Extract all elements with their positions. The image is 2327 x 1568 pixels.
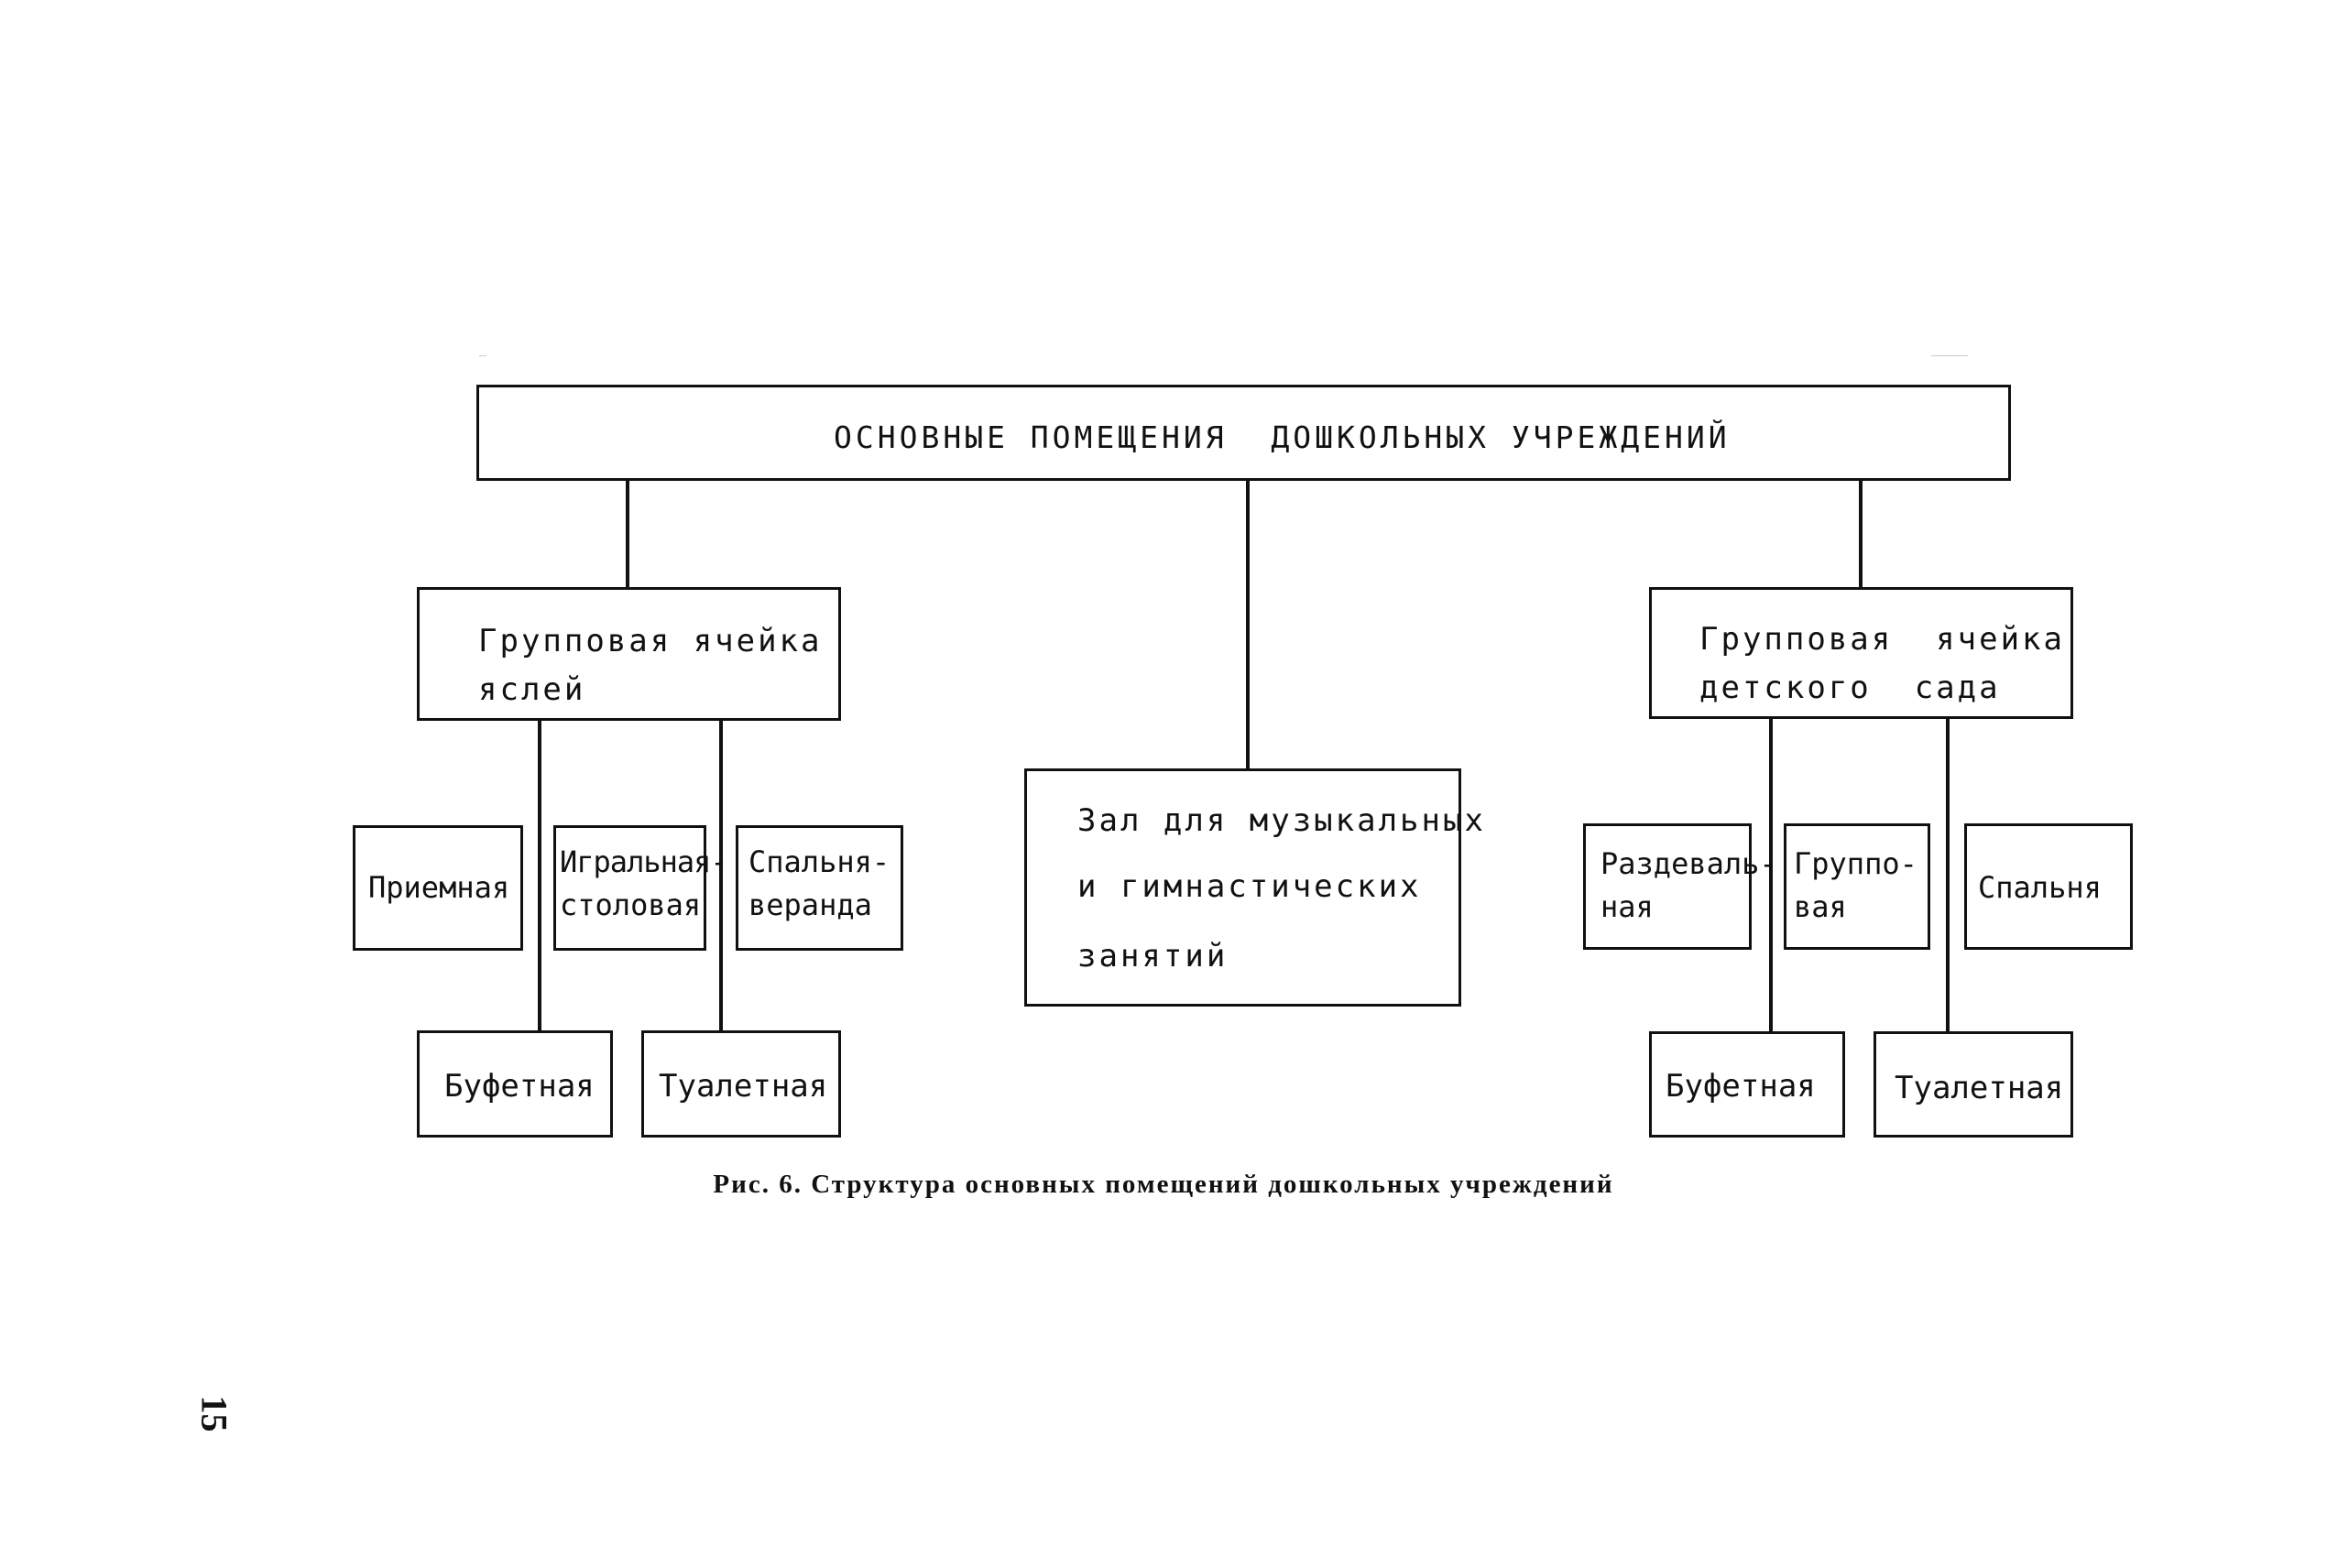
kindergarten-room-bedroom-label: Спальня xyxy=(1978,870,2102,905)
kindergarten-room-group-room-line1: Группо- xyxy=(1794,846,1917,881)
kindergarten-room-toilet-label: Туалетная xyxy=(1895,1070,2064,1106)
nursery-room-play-dining-line1: Игральная- xyxy=(560,844,728,879)
page-number: 15 xyxy=(193,1395,235,1432)
nursery-room-play-dining: Игральная- столовая xyxy=(553,825,728,951)
connector-root-to-kindergarten xyxy=(1859,481,1863,587)
kindergarten-room-pantry: Буфетная xyxy=(1649,1031,1845,1138)
nursery-room-play-dining-line2: столовая xyxy=(560,887,702,922)
kindergarten-room-bedroom: Спальня xyxy=(1964,823,2133,950)
kindergarten-room-pantry-label: Буфетная xyxy=(1666,1068,1816,1105)
nursery-room-pantry-label: Буфетная xyxy=(444,1068,595,1105)
nursery-room-reception-label: Приемная xyxy=(368,870,510,905)
nursery-group-line1: Групповая ячейка xyxy=(478,623,823,659)
kindergarten-room-group-room: Группо- вая xyxy=(1784,823,1930,950)
kindergarten-room-cloakroom: Раздеваль- ная xyxy=(1583,823,1777,950)
nursery-group-line2: яслей xyxy=(478,671,586,708)
nursery-group-box: Групповая ячейка яслей xyxy=(417,587,841,721)
nursery-room-sleep-veranda: Спальня- веранда xyxy=(736,825,903,951)
root-box: ОСНОВНЫЕ ПОМЕЩЕНИЯ ДОШКОЛЬНЫХ УЧРЕЖДЕНИЙ xyxy=(476,385,2011,481)
connector-kindergarten-right-trunk xyxy=(1946,719,1950,1031)
hall-box: Зал для музыкальных и гимнастических зан… xyxy=(1024,768,1483,1007)
nursery-room-sleep-veranda-line2: веранда xyxy=(748,887,872,922)
connector-kindergarten-left-trunk xyxy=(1769,719,1773,1031)
nursery-room-pantry: Буфетная xyxy=(417,1030,613,1138)
kindergarten-room-toilet: Туалетная xyxy=(1874,1031,2073,1138)
scan-mark xyxy=(1931,355,1968,356)
figure-caption: Рис. 6. Структура основных помещений дош… xyxy=(713,1170,1614,1199)
kindergarten-room-group-room-line2: вая xyxy=(1794,889,1847,924)
connector-root-to-hall xyxy=(1246,481,1250,768)
kindergarten-group-box: Групповая ячейка детского сада xyxy=(1649,587,2073,719)
kindergarten-room-cloakroom-line2: ная xyxy=(1600,889,1654,924)
connector-nursery-left-trunk xyxy=(538,721,541,1030)
hall-line2: и гимнастических xyxy=(1077,868,1422,905)
hall-line3: занятий xyxy=(1077,938,1229,975)
hall-line1: Зал для музыкальных xyxy=(1077,802,1486,839)
scan-mark xyxy=(479,355,486,356)
kindergarten-room-cloakroom-line1: Раздеваль- xyxy=(1600,846,1777,881)
nursery-room-sleep-veranda-line1: Спальня- xyxy=(748,844,890,879)
nursery-room-reception: Приемная xyxy=(353,825,523,951)
kindergarten-group-line1: Групповая ячейка xyxy=(1699,621,2065,658)
connector-nursery-right-trunk xyxy=(719,721,723,1030)
root-label: ОСНОВНЫЕ ПОМЕЩЕНИЯ ДОШКОЛЬНЫХ УЧРЕЖДЕНИЙ xyxy=(834,419,1731,455)
kindergarten-group-line2: детского сада xyxy=(1699,670,2001,706)
nursery-room-toilet: Туалетная xyxy=(641,1030,841,1138)
connector-root-to-nursery xyxy=(626,481,629,587)
nursery-room-toilet-label: Туалетная xyxy=(659,1068,828,1105)
